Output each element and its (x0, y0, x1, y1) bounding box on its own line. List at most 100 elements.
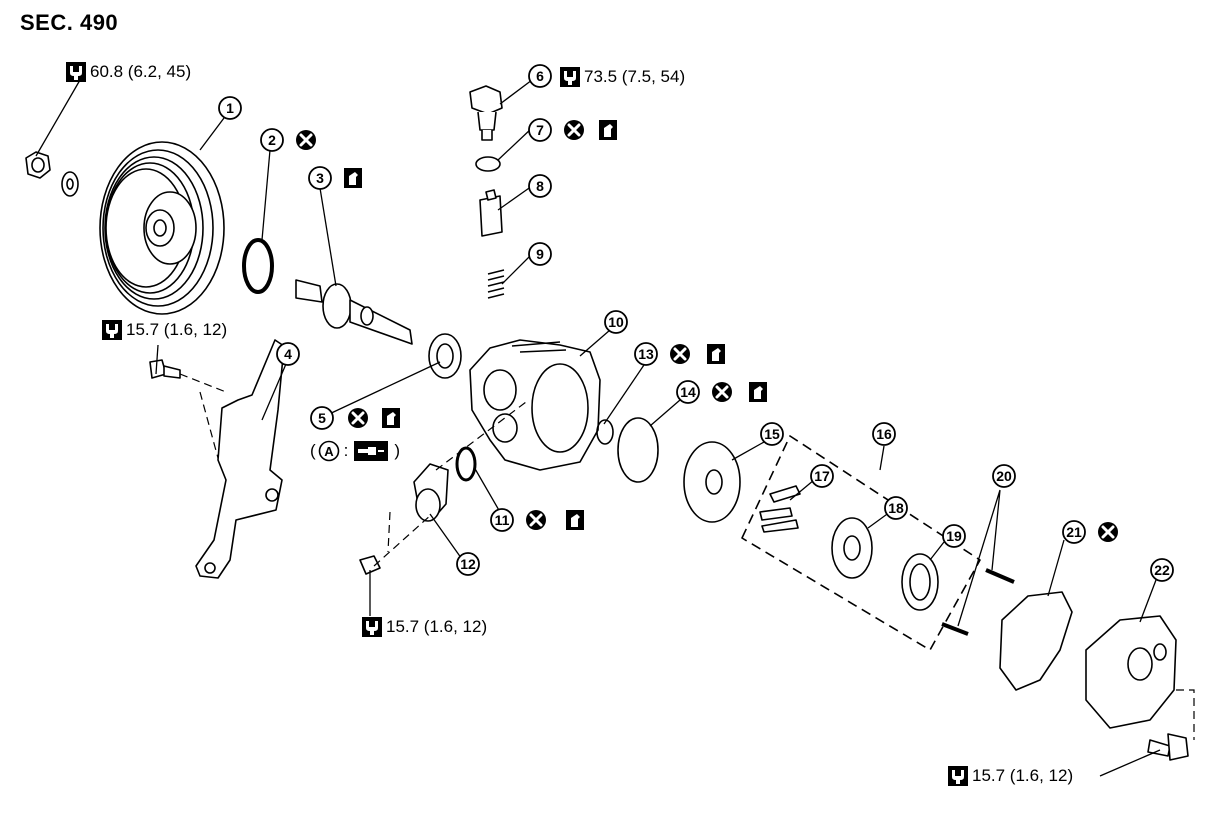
o-ring-13 (596, 419, 614, 445)
callout-12-label: 12 (460, 556, 476, 572)
x-circle-icon (562, 118, 586, 142)
callout-4-label: 4 (284, 346, 292, 362)
callout-20-label: 20 (996, 468, 1012, 484)
rear-housing (1085, 615, 1177, 729)
callout-8-label: 8 (536, 178, 544, 194)
x-circle-icon (668, 342, 692, 366)
torque-wrench-icon (362, 617, 382, 637)
washer (61, 171, 79, 197)
cartridge-group-outline (741, 435, 981, 651)
grease-gun-icon (354, 441, 389, 461)
section-label: SEC. 490 (20, 10, 119, 35)
callout-3-label: 3 (316, 170, 324, 186)
callout-14: 14 (676, 380, 700, 404)
callout-19: 19 (942, 524, 966, 548)
pump-body (469, 339, 601, 471)
callout-8: 8 (528, 174, 552, 198)
callout-20: 20 (992, 464, 1016, 488)
callout-7-label: 7 (536, 122, 544, 138)
spring (487, 269, 505, 299)
dowel-pin-lower (941, 622, 969, 636)
callout-19-label: 19 (946, 528, 962, 544)
rear-housing-bolt (1147, 733, 1189, 761)
callout-2-label: 2 (268, 132, 276, 148)
callout-16-label: 16 (876, 426, 892, 442)
rotor (831, 517, 873, 579)
torque-spec-pulley-nut: 60.8 (6.2, 45) (66, 62, 191, 82)
torque-wrench-icon (102, 320, 122, 340)
x-circle-icon (710, 380, 734, 404)
torque-value: 73.5 (7.5, 54) (584, 67, 686, 86)
fluid-can-icon (749, 382, 767, 402)
torque-value: 15.7 (1.6, 12) (972, 766, 1074, 785)
bracket-bolt (149, 359, 181, 379)
dowel-pin-upper (985, 568, 1015, 584)
callout-18-label: 18 (888, 500, 904, 516)
x-circle-icon (294, 128, 318, 152)
callout-12: 12 (456, 552, 480, 576)
fluid-can-icon (344, 168, 362, 188)
note-colon: : (343, 441, 349, 460)
oil-seal (428, 333, 462, 379)
callout-7: 7 (528, 118, 552, 142)
torque-spec-rear-housing-bolt: 15.7 (1.6, 12) (948, 766, 1073, 786)
callout-15-label: 15 (764, 426, 780, 442)
flow-control-valve (479, 189, 503, 237)
o-ring-14 (617, 417, 659, 483)
pulley-nut (25, 151, 51, 179)
drive-shaft (295, 279, 413, 345)
callout-16: 16 (872, 422, 896, 446)
torque-spec-connector-bolt: 73.5 (7.5, 54) (560, 67, 685, 87)
torque-spec-suction-bolt: 15.7 (1.6, 12) (362, 617, 487, 637)
callout-13-label: 13 (638, 346, 654, 362)
suction-bolt (359, 555, 381, 575)
snap-ring (242, 238, 274, 294)
callout-17-label: 17 (814, 468, 830, 484)
callout-1-label: 1 (226, 100, 234, 116)
note-letter: A (324, 444, 334, 459)
callout-1: 1 (218, 96, 242, 120)
callout-15: 15 (760, 422, 784, 446)
callout-4: 4 (276, 342, 300, 366)
callout-5: 5 (310, 406, 334, 430)
torque-wrench-icon (560, 67, 580, 87)
mounting-bracket (195, 339, 285, 579)
callout-9-label: 9 (536, 246, 544, 262)
o-ring-7 (475, 156, 501, 172)
note-a-grease: ( A : ) (310, 440, 400, 462)
fluid-can-icon (566, 510, 584, 530)
torque-wrench-icon (66, 62, 86, 82)
side-plate (683, 441, 741, 523)
pulley (99, 141, 225, 315)
callout-10-label: 10 (608, 314, 624, 330)
o-ring-11 (455, 446, 477, 482)
callout-6-label: 6 (536, 68, 544, 84)
cam-ring (901, 553, 939, 611)
fluid-can-icon (707, 344, 725, 364)
callout-18: 18 (884, 496, 908, 520)
callout-21: 21 (1062, 520, 1086, 544)
callout-3: 3 (308, 166, 332, 190)
callout-11-label: 11 (495, 512, 510, 528)
vanes (759, 485, 801, 533)
suction-connector (413, 463, 449, 522)
circle-a-icon: A (318, 440, 339, 462)
callout-5-label: 5 (318, 410, 326, 426)
callout-21-label: 21 (1066, 524, 1082, 540)
x-circle-icon (1096, 520, 1120, 544)
callout-22-label: 22 (1154, 562, 1170, 578)
torque-value: 60.8 (6.2, 45) (90, 62, 192, 81)
torque-value: 15.7 (1.6, 12) (386, 617, 488, 636)
callout-10: 10 (604, 310, 628, 334)
callout-6: 6 (528, 64, 552, 88)
gasket (999, 591, 1073, 691)
note-open-paren: ( (310, 441, 316, 460)
fluid-can-icon (382, 408, 400, 428)
connector-bolt (469, 85, 503, 141)
note-close-paren: ) (394, 441, 401, 460)
callout-17: 17 (810, 464, 834, 488)
torque-wrench-icon (948, 766, 968, 786)
torque-spec-bracket-bolt: 15.7 (1.6, 12) (102, 320, 227, 340)
torque-value: 15.7 (1.6, 12) (126, 320, 228, 339)
